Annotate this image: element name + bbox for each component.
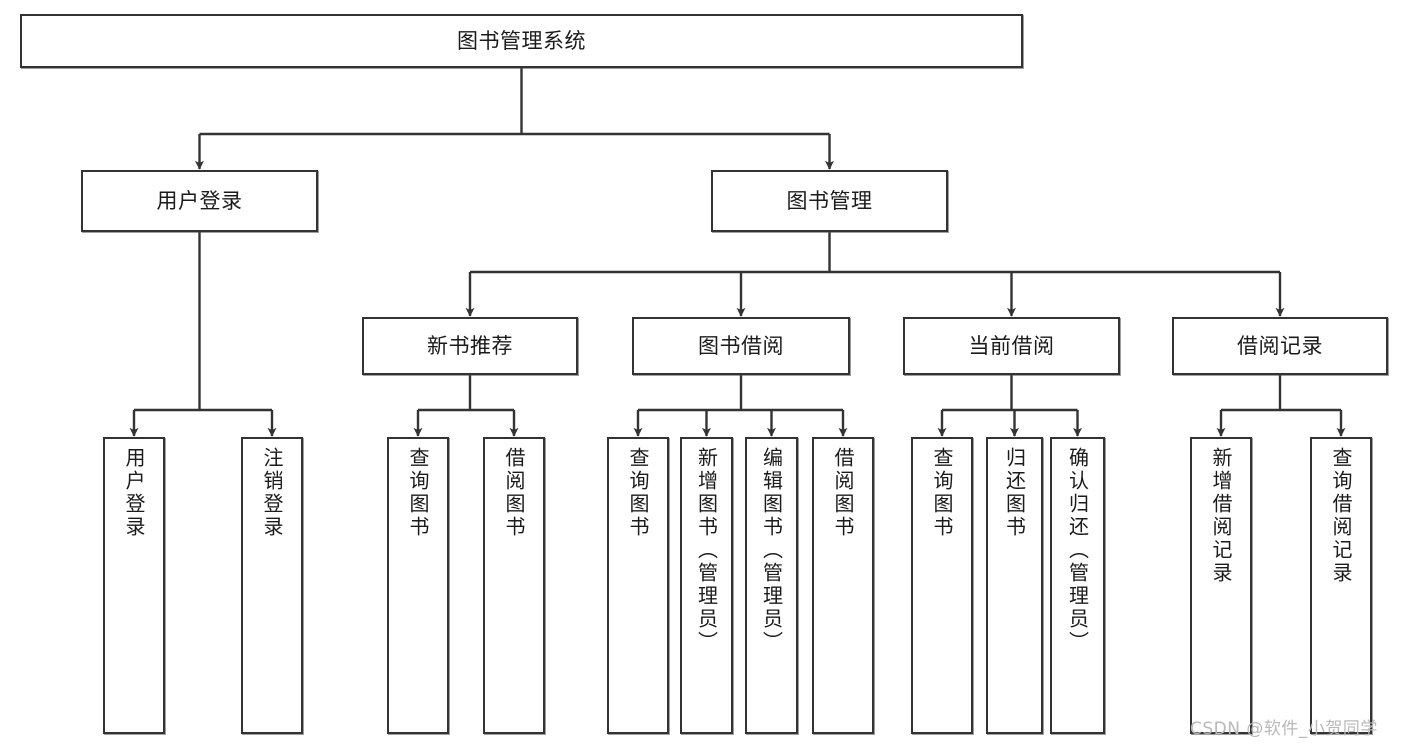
node-leaf-user-logout[interactable]: 注销登录 xyxy=(241,437,303,734)
node-leaf-borrow-add[interactable]: 新增图书（管理员） xyxy=(680,437,733,734)
node-leaf-borrow-lend[interactable]: 借阅图书 xyxy=(812,437,874,734)
node-label: 编辑图书（管理员） xyxy=(759,447,784,654)
node-leaf-borrow-query[interactable]: 查询图书 xyxy=(607,437,669,734)
node-leaf-cur-confirm[interactable]: 确认归还（管理员） xyxy=(1050,437,1105,734)
node-leaf-rec-borrow[interactable]: 借阅图书 xyxy=(483,437,545,734)
node-label: 归还图书 xyxy=(1002,447,1027,539)
node-label: 借阅记录 xyxy=(1237,333,1323,358)
node-label: 用户登录 xyxy=(122,447,146,539)
node-label: 用户登录 xyxy=(156,188,243,213)
node-label: 图书借阅 xyxy=(698,333,784,358)
node-leaf-rec-query[interactable]: 查询图书 xyxy=(387,437,449,734)
node-label: 借阅图书 xyxy=(502,447,526,539)
node-borrow-record[interactable]: 借阅记录 xyxy=(1172,317,1388,375)
node-leaf-cur-return[interactable]: 归还图书 xyxy=(986,437,1043,734)
node-label: 借阅图书 xyxy=(831,447,855,539)
node-label: 图书管理 xyxy=(786,188,873,213)
node-label: 新书推荐 xyxy=(427,333,513,358)
node-root[interactable]: 图书管理系统 xyxy=(20,14,1023,68)
node-label: 新增借阅记录 xyxy=(1209,447,1233,585)
node-book-borrow[interactable]: 图书借阅 xyxy=(632,317,850,375)
node-current-borrow[interactable]: 当前借阅 xyxy=(903,317,1120,375)
node-label: 查询图书 xyxy=(930,447,954,539)
watermark-credit: CSDN @软件_小贺同学 xyxy=(1190,719,1378,739)
node-user-login[interactable]: 用户登录 xyxy=(81,170,318,232)
node-label: 新增图书（管理员） xyxy=(694,447,719,654)
node-book-manage[interactable]: 图书管理 xyxy=(711,170,948,232)
node-label: 确认归还（管理员） xyxy=(1065,447,1090,654)
node-label: 查询图书 xyxy=(626,447,650,539)
node-label: 注销登录 xyxy=(260,447,284,539)
node-leaf-user-login[interactable]: 用户登录 xyxy=(103,437,165,734)
node-leaf-cur-query[interactable]: 查询图书 xyxy=(911,437,973,734)
node-label: 当前借阅 xyxy=(968,333,1055,358)
node-leaf-rec-query2[interactable]: 查询借阅记录 xyxy=(1310,437,1372,734)
node-label: 图书管理系统 xyxy=(457,28,586,53)
node-leaf-rec-add[interactable]: 新增借阅记录 xyxy=(1190,437,1252,734)
node-label: 查询借阅记录 xyxy=(1329,447,1353,585)
node-new-book-rec[interactable]: 新书推荐 xyxy=(362,317,578,375)
node-leaf-borrow-edit[interactable]: 编辑图书（管理员） xyxy=(745,437,798,734)
node-label: 查询图书 xyxy=(406,447,430,539)
